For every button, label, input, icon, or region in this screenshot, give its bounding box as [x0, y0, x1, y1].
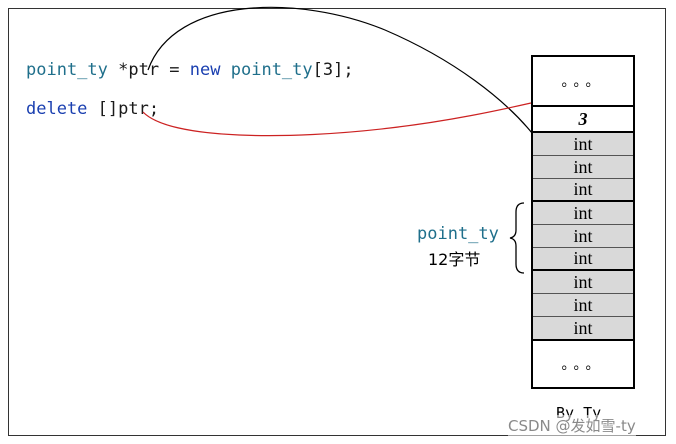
memory-int-cell: int	[533, 271, 633, 294]
struct-size-label: 12字节	[428, 250, 481, 269]
delete-pointer-arrow	[142, 102, 532, 137]
memory-ellipsis-top: 。。。	[533, 57, 633, 107]
memory-int-cell: int	[533, 156, 633, 179]
code-line-new: point_ty *ptr = new point_ty[3];	[26, 60, 354, 80]
new-pointer-arrow	[147, 6, 533, 134]
memory-count-cell: 3	[533, 107, 633, 133]
token-keyword-delete: delete	[26, 99, 88, 119]
watermark: CSDN @发如雪-ty	[508, 415, 636, 436]
memory-ellipsis-bottom: 。。。	[533, 339, 633, 387]
token-type: point_ty	[230, 60, 313, 80]
memory-int-cell: int	[533, 248, 633, 271]
memory-int-cell: int	[533, 294, 633, 317]
memory-int-cell: int	[533, 179, 633, 202]
memory-block: 。。。 3 int int int int int int int int in…	[531, 55, 635, 389]
brace-icon	[509, 202, 525, 274]
token-type: point_ty	[26, 60, 108, 80]
struct-name-label: point_ty	[417, 224, 499, 244]
token-plain: []ptr;	[87, 99, 160, 119]
code-line-delete: delete []ptr;	[26, 99, 159, 119]
token-plain: *ptr =	[107, 60, 190, 80]
memory-int-cell: int	[533, 317, 633, 339]
token-plain: [3];	[312, 60, 354, 80]
memory-int-cell: int	[533, 133, 633, 156]
memory-int-cell: int	[533, 202, 633, 225]
token-keyword-new: new	[189, 60, 221, 80]
memory-int-cell: int	[533, 225, 633, 248]
